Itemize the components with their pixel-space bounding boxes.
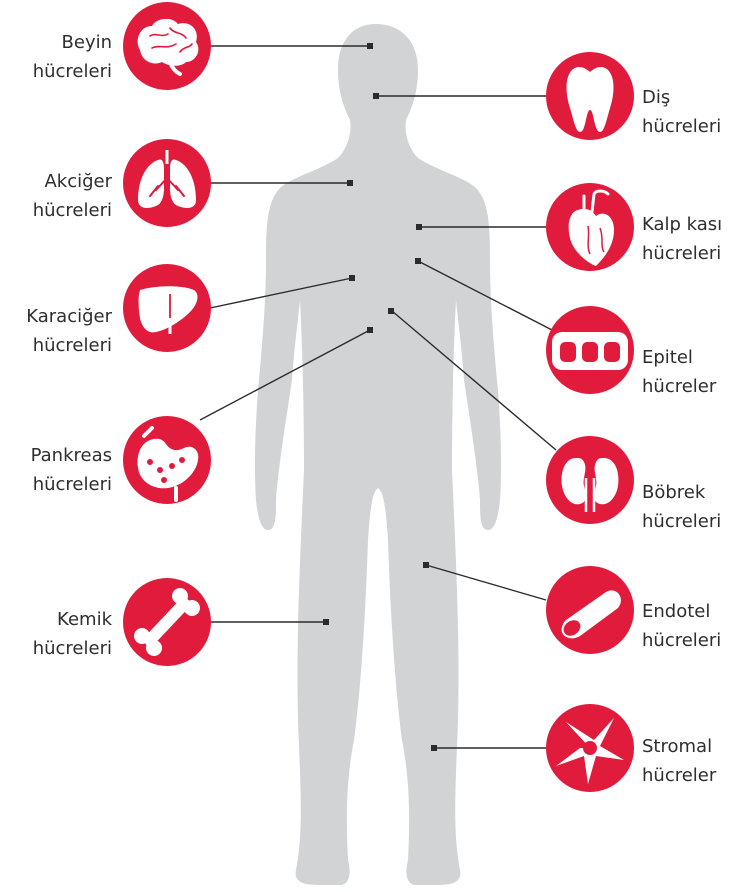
dot-bone xyxy=(323,619,329,625)
label-liver-line1: Karaciğer xyxy=(26,302,112,331)
dot-stromal xyxy=(431,745,437,751)
label-liver: Karaciğer hücreleri xyxy=(26,302,112,360)
label-tooth-line1: Diş xyxy=(642,83,721,112)
dot-epithelial xyxy=(415,258,421,264)
label-stromal-line1: Stromal xyxy=(642,732,716,761)
dot-liver xyxy=(349,275,355,281)
dot-endothelial xyxy=(423,562,429,568)
label-heart-line2: hücreleri xyxy=(642,239,722,268)
label-epithelial-line1: Epitel xyxy=(642,343,716,372)
label-tooth-line2: hücreleri xyxy=(642,112,721,141)
dot-heart xyxy=(416,224,422,230)
epithelial-cells-icon xyxy=(552,332,628,370)
label-epithelial-line2: hücreler xyxy=(642,372,716,401)
label-pancreas-line1: Pankreas xyxy=(31,441,112,470)
label-tooth: Diş hücreleri xyxy=(642,83,721,141)
label-endothelial-line2: hücreleri xyxy=(642,626,721,655)
label-bone-line2: hücreleri xyxy=(33,634,112,663)
label-lung-line1: Akciğer xyxy=(33,167,112,196)
label-brain: Beyin hücreleri xyxy=(33,28,112,86)
dot-pancreas xyxy=(367,327,373,333)
label-kidney-line2: hücreleri xyxy=(642,507,721,536)
label-pancreas: Pankreas hücreleri xyxy=(31,441,112,499)
label-liver-line2: hücreleri xyxy=(26,331,112,360)
human-body-silhouette xyxy=(255,24,501,885)
label-bone: Kemik hücreleri xyxy=(33,605,112,663)
label-kidney: Böbrek hücreleri xyxy=(642,478,721,536)
label-lung-line2: hücreleri xyxy=(33,196,112,225)
label-brain-line2: hücreleri xyxy=(33,57,112,86)
dot-tooth xyxy=(373,93,379,99)
label-stromal: Stromal hücreler xyxy=(642,732,716,790)
label-epithelial: Epitel hücreler xyxy=(642,343,716,401)
label-lung: Akciğer hücreleri xyxy=(33,167,112,225)
label-brain-line1: Beyin xyxy=(33,28,112,57)
label-heart: Kalp kası hücreleri xyxy=(642,210,722,268)
kidneys-icon-circle xyxy=(546,436,634,524)
label-endothelial-line1: Endotel xyxy=(642,597,721,626)
label-endothelial: Endotel hücreleri xyxy=(642,597,721,655)
dot-brain xyxy=(367,43,373,49)
dot-lung xyxy=(347,180,353,186)
label-stromal-line2: hücreler xyxy=(642,761,716,790)
label-pancreas-line2: hücreleri xyxy=(31,470,112,499)
label-heart-line1: Kalp kası xyxy=(642,210,722,239)
label-bone-line1: Kemik xyxy=(33,605,112,634)
label-kidney-line1: Böbrek xyxy=(642,478,721,507)
dot-kidney xyxy=(388,308,394,314)
